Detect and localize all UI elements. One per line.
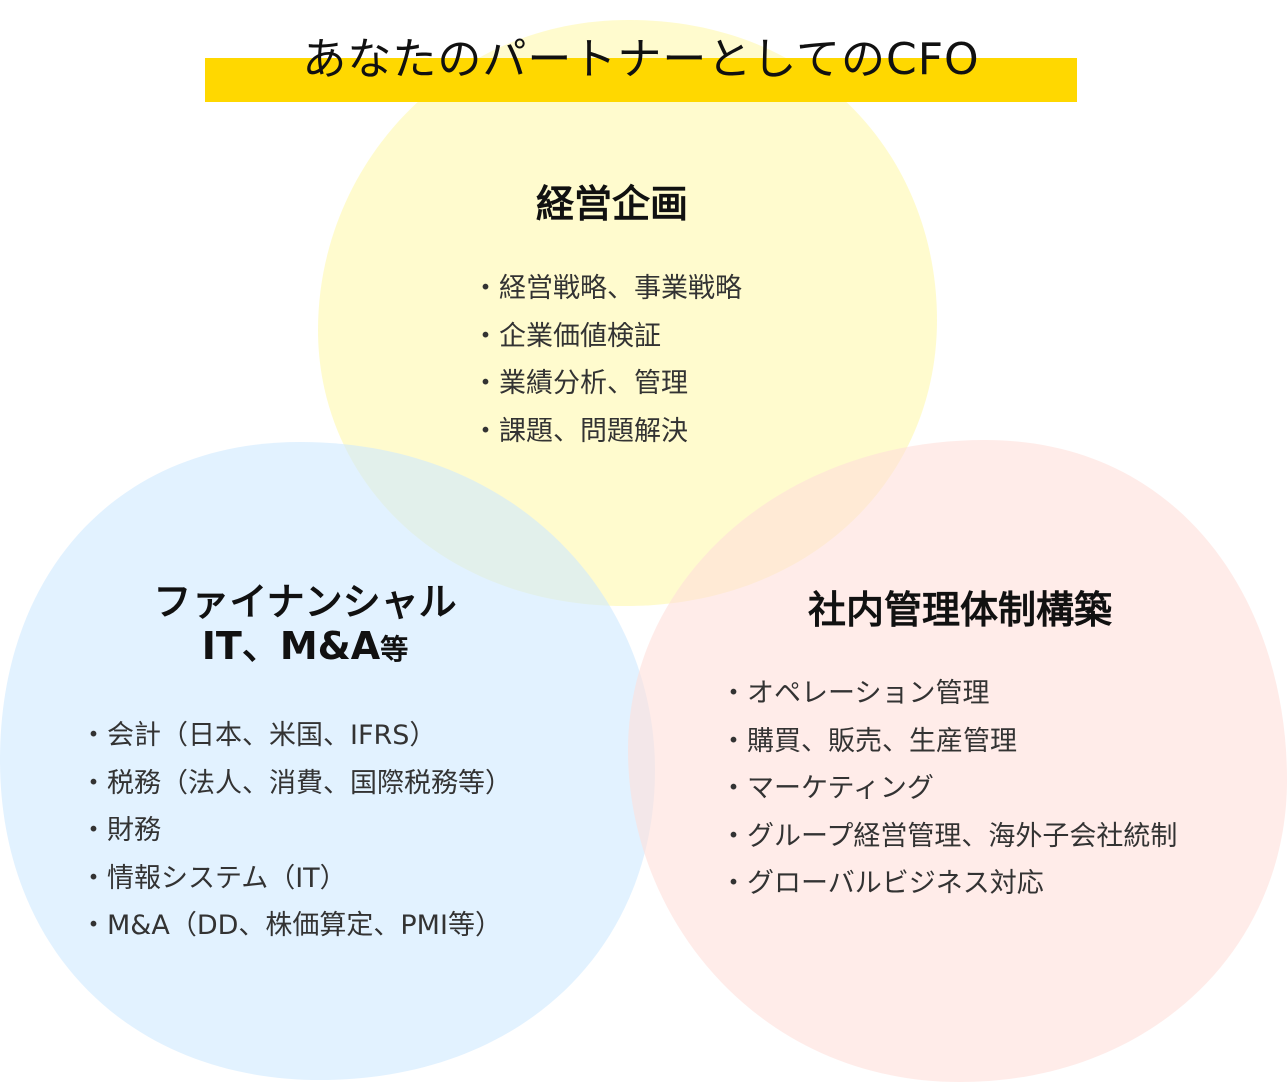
list-item: マーケティング <box>720 765 1177 813</box>
heading-line-2: IT、M&A等 <box>100 624 510 672</box>
heading-internal-control: 社内管理体制構築 <box>807 588 1112 632</box>
list-management-planning: 経営戦略、事業戦略 企業価値検証 業績分析、管理 課題、問題解決 <box>472 265 742 455</box>
list-item: オペレーション管理 <box>720 670 1177 718</box>
list-item: M&A（DD、株価算定、PMI等） <box>80 902 512 950</box>
list-item: 業績分析、管理 <box>472 360 742 408</box>
heading-management-planning: 経営企画 <box>535 182 688 226</box>
heading-line-2-small: 等 <box>380 633 409 666</box>
heading-line-1: ファイナンシャル <box>153 580 457 624</box>
list-item: グローバルビジネス対応 <box>720 860 1177 908</box>
list-item: 会計（日本、米国、IFRS） <box>80 712 512 760</box>
list-item: 購買、販売、生産管理 <box>720 718 1177 766</box>
heading-financial-it-ma: ファイナンシャル IT、M&A等 <box>100 580 510 672</box>
list-item: 企業価値検証 <box>472 313 742 361</box>
list-item: 財務 <box>80 807 512 855</box>
list-financial-it-ma: 会計（日本、米国、IFRS） 税務（法人、消費、国際税務等） 財務 情報システム… <box>80 712 512 950</box>
list-item: 税務（法人、消費、国際税務等） <box>80 760 512 808</box>
list-internal-control: オペレーション管理 購買、販売、生産管理 マーケティング グループ経営管理、海外… <box>720 670 1177 908</box>
title-highlight-bar <box>205 58 1077 102</box>
list-item: 情報システム（IT） <box>80 855 512 903</box>
list-item: 経営戦略、事業戦略 <box>472 265 742 313</box>
list-item: グループ経営管理、海外子会社統制 <box>720 813 1177 861</box>
diagram-title: あなたのパートナーとしてのCFO <box>302 34 980 85</box>
list-item: 課題、問題解決 <box>472 408 742 456</box>
heading-line-2-main: IT、M&A <box>201 624 381 668</box>
